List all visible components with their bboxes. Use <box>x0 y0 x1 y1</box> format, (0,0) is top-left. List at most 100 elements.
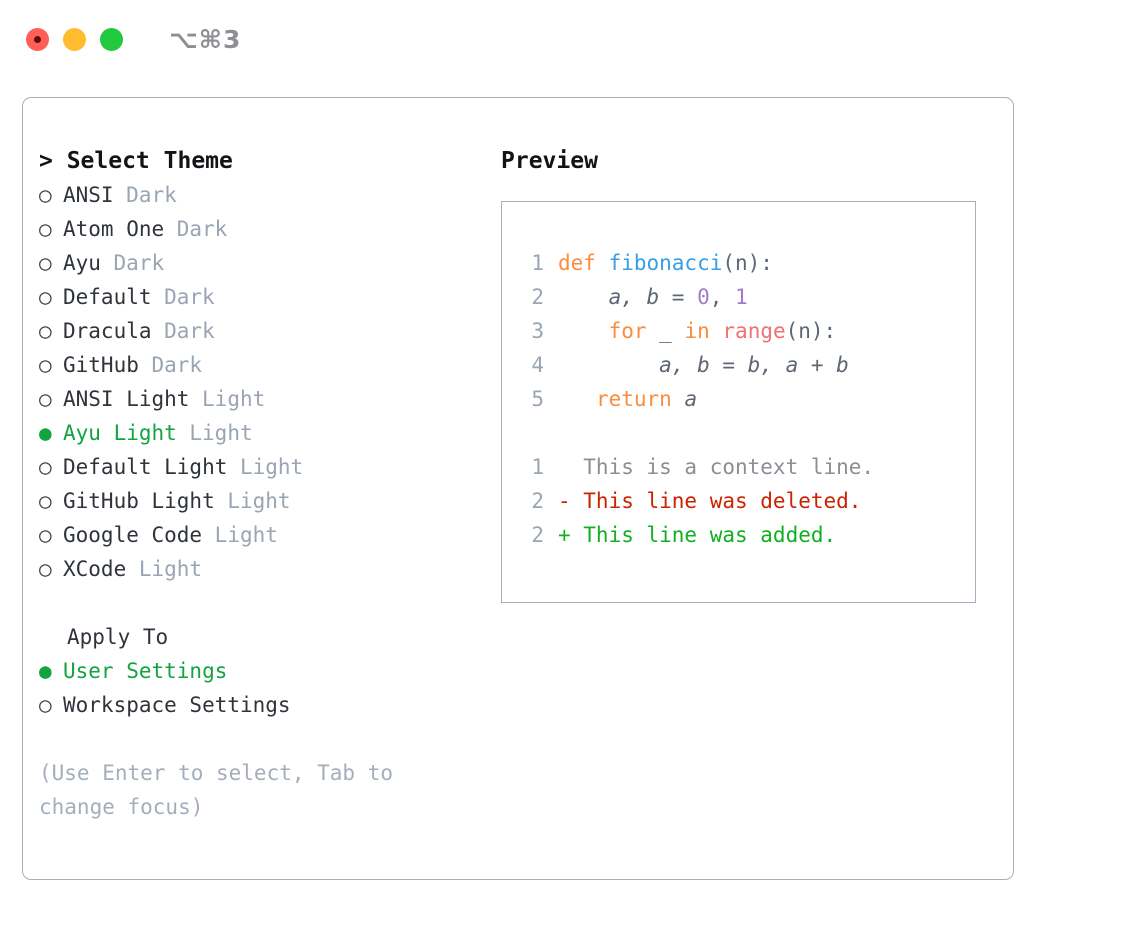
theme-option-label: Ayu <box>63 251 101 275</box>
code-token: fibonacci <box>608 251 723 275</box>
apply-to-label: Workspace Settings <box>63 693 291 717</box>
radio-icon: ○ <box>39 455 52 479</box>
theme-option-variant: Dark <box>126 183 177 207</box>
theme-option-google-code[interactable]: ○ Google Code Light <box>39 518 469 552</box>
code-line: 3 for _ in range(n): <box>516 314 975 348</box>
radio-icon: ○ <box>39 489 52 513</box>
apply-to-option-list: ● User Settings ○ Workspace Settings <box>39 654 469 722</box>
code-content: return a <box>558 382 697 416</box>
code-content: a, b = 0, 1 <box>558 280 748 314</box>
code-content: def fibonacci(n): <box>558 246 773 280</box>
theme-option-list: ○ ANSI Dark ○ Atom One Dark ○ Ayu Dark <box>39 178 469 586</box>
title-bar: ⌥⌘3 <box>0 0 1140 78</box>
theme-option-ansi-light[interactable]: ○ ANSI Light Light <box>39 382 469 416</box>
radio-icon: ○ <box>39 217 52 241</box>
code-token: for <box>608 319 647 343</box>
theme-option-label: Default Light <box>63 455 228 479</box>
radio-icon: ○ <box>39 557 52 581</box>
theme-option-default[interactable]: ○ Default Dark <box>39 280 469 314</box>
line-number: 5 <box>531 387 544 411</box>
theme-option-label: GitHub <box>63 353 139 377</box>
theme-option-label: ANSI Light <box>63 387 190 411</box>
diff-content: - This line was deleted. <box>558 489 862 513</box>
maximize-button[interactable] <box>100 27 123 51</box>
diff-content: This is a context line. <box>558 455 875 479</box>
code-token: a, b = <box>558 285 698 309</box>
preview-heading: Preview <box>501 148 598 174</box>
list-spacer <box>39 586 469 620</box>
code-diff-separator <box>516 416 975 450</box>
code-token: return <box>595 387 672 411</box>
radio-icon: ○ <box>39 183 52 207</box>
radio-selected-icon: ● <box>39 659 52 683</box>
code-token: _ <box>646 319 685 343</box>
theme-option-github[interactable]: ○ GitHub Dark <box>39 348 469 382</box>
radio-icon: ○ <box>39 693 52 717</box>
theme-option-label: ANSI <box>63 183 114 207</box>
theme-option-variant: Light <box>138 557 203 581</box>
code-token: a <box>671 387 698 411</box>
theme-option-variant: Light <box>227 489 291 513</box>
radio-selected-icon: ● <box>39 421 52 445</box>
keyboard-shortcut-label: ⌥⌘3 <box>169 24 242 54</box>
apply-to-label: User Settings <box>63 659 228 683</box>
code-content: for _ in range(n): <box>558 314 837 348</box>
diff-content: + This line was added. <box>558 523 837 547</box>
apply-to-heading: Apply To <box>67 625 169 649</box>
theme-option-label: Ayu Light <box>63 421 177 445</box>
minimize-button[interactable] <box>63 27 86 51</box>
code-token: 1 <box>735 285 748 309</box>
code-token <box>558 319 609 343</box>
close-button[interactable] <box>26 27 49 51</box>
theme-option-label: Dracula <box>63 319 152 343</box>
line-number: 2 <box>531 523 544 547</box>
preview-column: Preview 1 def fibonacci(n): 2 a, b = 0, … <box>501 144 981 603</box>
theme-option-variant: Dark <box>164 319 215 343</box>
theme-option-ansi[interactable]: ○ ANSI Dark <box>39 178 469 212</box>
code-line: 5 return a <box>516 382 975 416</box>
theme-option-label: Default <box>63 285 152 309</box>
theme-option-variant: Dark <box>164 285 215 309</box>
theme-option-variant: Light <box>202 387 266 411</box>
theme-option-atom-one[interactable]: ○ Atom One Dark <box>39 212 469 246</box>
code-line: 4 a, b = b, a + b <box>516 348 975 382</box>
code-content: a, b = b, a + b <box>558 348 849 382</box>
line-number: 2 <box>531 285 544 309</box>
window-controls <box>26 27 123 51</box>
code-token: 0 <box>697 285 710 309</box>
theme-option-variant: Light <box>214 523 278 547</box>
keyboard-hint-text: (Use Enter to select, Tab to change focu… <box>39 761 394 819</box>
apply-to-user-settings[interactable]: ● User Settings <box>39 654 469 688</box>
theme-option-github-light[interactable]: ○ GitHub Light Light <box>39 484 469 518</box>
theme-option-variant: Dark <box>176 217 228 241</box>
select-theme-heading: > Select Theme <box>39 148 233 174</box>
theme-option-variant: Light <box>239 455 304 479</box>
code-token <box>710 319 723 343</box>
line-number: 1 <box>531 251 544 275</box>
line-number: 4 <box>531 353 544 377</box>
theme-option-ayu-light[interactable]: ● Ayu Light Light <box>39 416 469 450</box>
code-token <box>558 387 596 411</box>
theme-option-ayu[interactable]: ○ Ayu Dark <box>39 246 469 280</box>
diff-line-deleted: 2 - This line was deleted. <box>516 484 975 518</box>
recording-indicator-icon <box>34 35 41 43</box>
theme-option-variant: Dark <box>113 251 165 275</box>
code-token: (n): <box>722 251 773 275</box>
radio-icon: ○ <box>39 387 52 411</box>
diff-line-added: 2 + This line was added. <box>516 518 975 552</box>
code-token: range <box>722 319 786 343</box>
radio-icon: ○ <box>39 251 52 275</box>
radio-icon: ○ <box>39 523 52 547</box>
theme-option-default-light[interactable]: ○ Default Light Light <box>39 450 469 484</box>
apply-to-workspace-settings[interactable]: ○ Workspace Settings <box>39 688 469 722</box>
line-number: 1 <box>531 455 544 479</box>
theme-option-xcode[interactable]: ○ XCode Light <box>39 552 469 586</box>
theme-option-label: Atom One <box>63 217 165 241</box>
code-token: in <box>684 319 710 343</box>
main-panel: > Select Theme ○ ANSI Dark ○ Atom One Da… <box>22 97 1014 880</box>
theme-option-dracula[interactable]: ○ Dracula Dark <box>39 314 469 348</box>
code-line: 2 a, b = 0, 1 <box>516 280 975 314</box>
theme-option-label: GitHub Light <box>63 489 215 513</box>
preview-box: 1 def fibonacci(n): 2 a, b = 0, 1 3 for … <box>501 201 976 603</box>
